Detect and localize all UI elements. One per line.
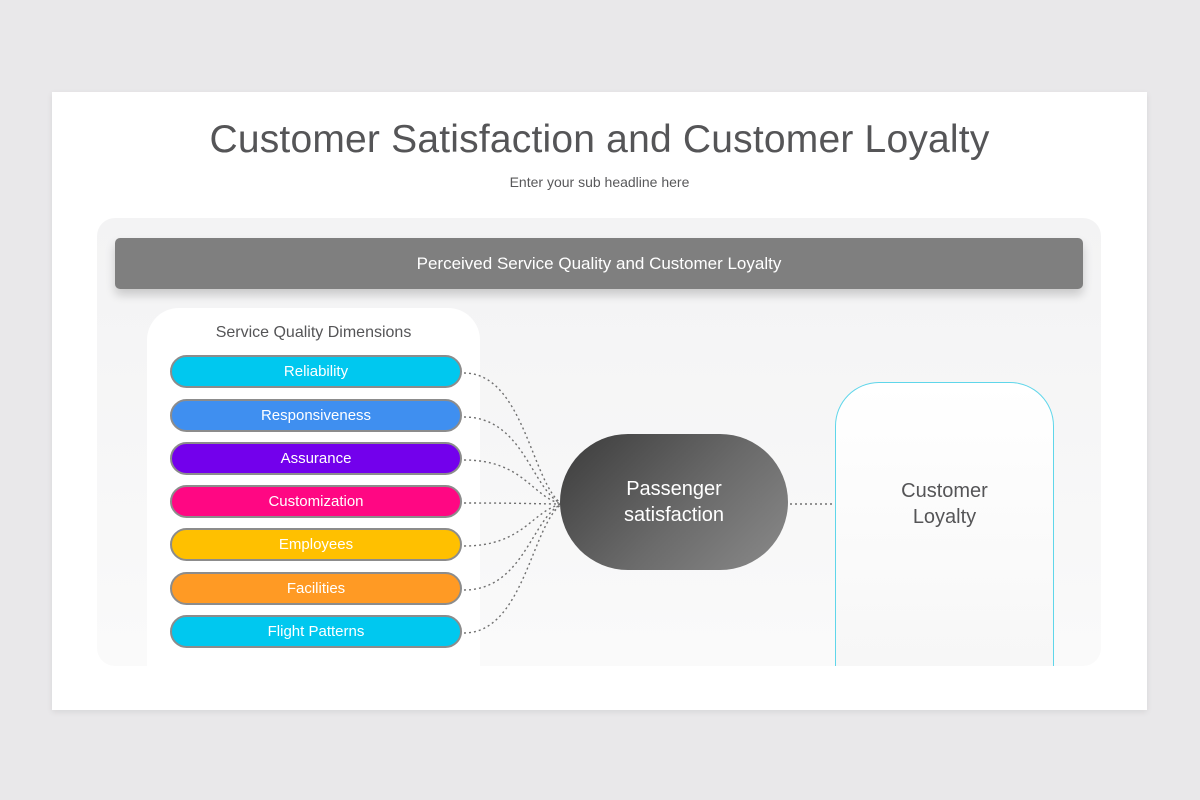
slide-title: Customer Satisfaction and Customer Loyal… xyxy=(209,118,990,161)
diagram-panel: Perceived Service Quality and Customer L… xyxy=(97,218,1101,666)
banner: Perceived Service Quality and Customer L… xyxy=(115,238,1083,289)
dimension-pill-flight-patterns: Flight Patterns xyxy=(170,615,462,648)
customer-loyalty-card: Customer Loyalty xyxy=(835,382,1054,666)
dimension-pill-reliability: Reliability xyxy=(170,355,462,388)
dimension-pill-customization: Customization xyxy=(170,485,462,518)
passenger-satisfaction-node: Passenger satisfaction xyxy=(560,434,788,570)
dimensions-card: Service Quality Dimensions Reliability R… xyxy=(147,308,480,666)
slide-subtitle: Enter your sub headline here xyxy=(509,174,690,190)
hub-line-1: Passenger xyxy=(626,478,722,500)
dimension-pill-employees: Employees xyxy=(170,528,462,561)
dimension-pill-facilities: Facilities xyxy=(170,572,462,605)
dimension-pill-assurance: Assurance xyxy=(170,442,462,475)
dimension-pill-responsiveness: Responsiveness xyxy=(170,399,462,432)
loyalty-line-1: Customer xyxy=(901,480,988,502)
loyalty-fade xyxy=(836,606,1053,666)
loyalty-line-2: Loyalty xyxy=(912,506,977,528)
hub-line-2: satisfaction xyxy=(623,504,725,526)
dimensions-heading: Service Quality Dimensions xyxy=(215,324,412,341)
slide: Customer Satisfaction and Customer Loyal… xyxy=(52,92,1147,710)
